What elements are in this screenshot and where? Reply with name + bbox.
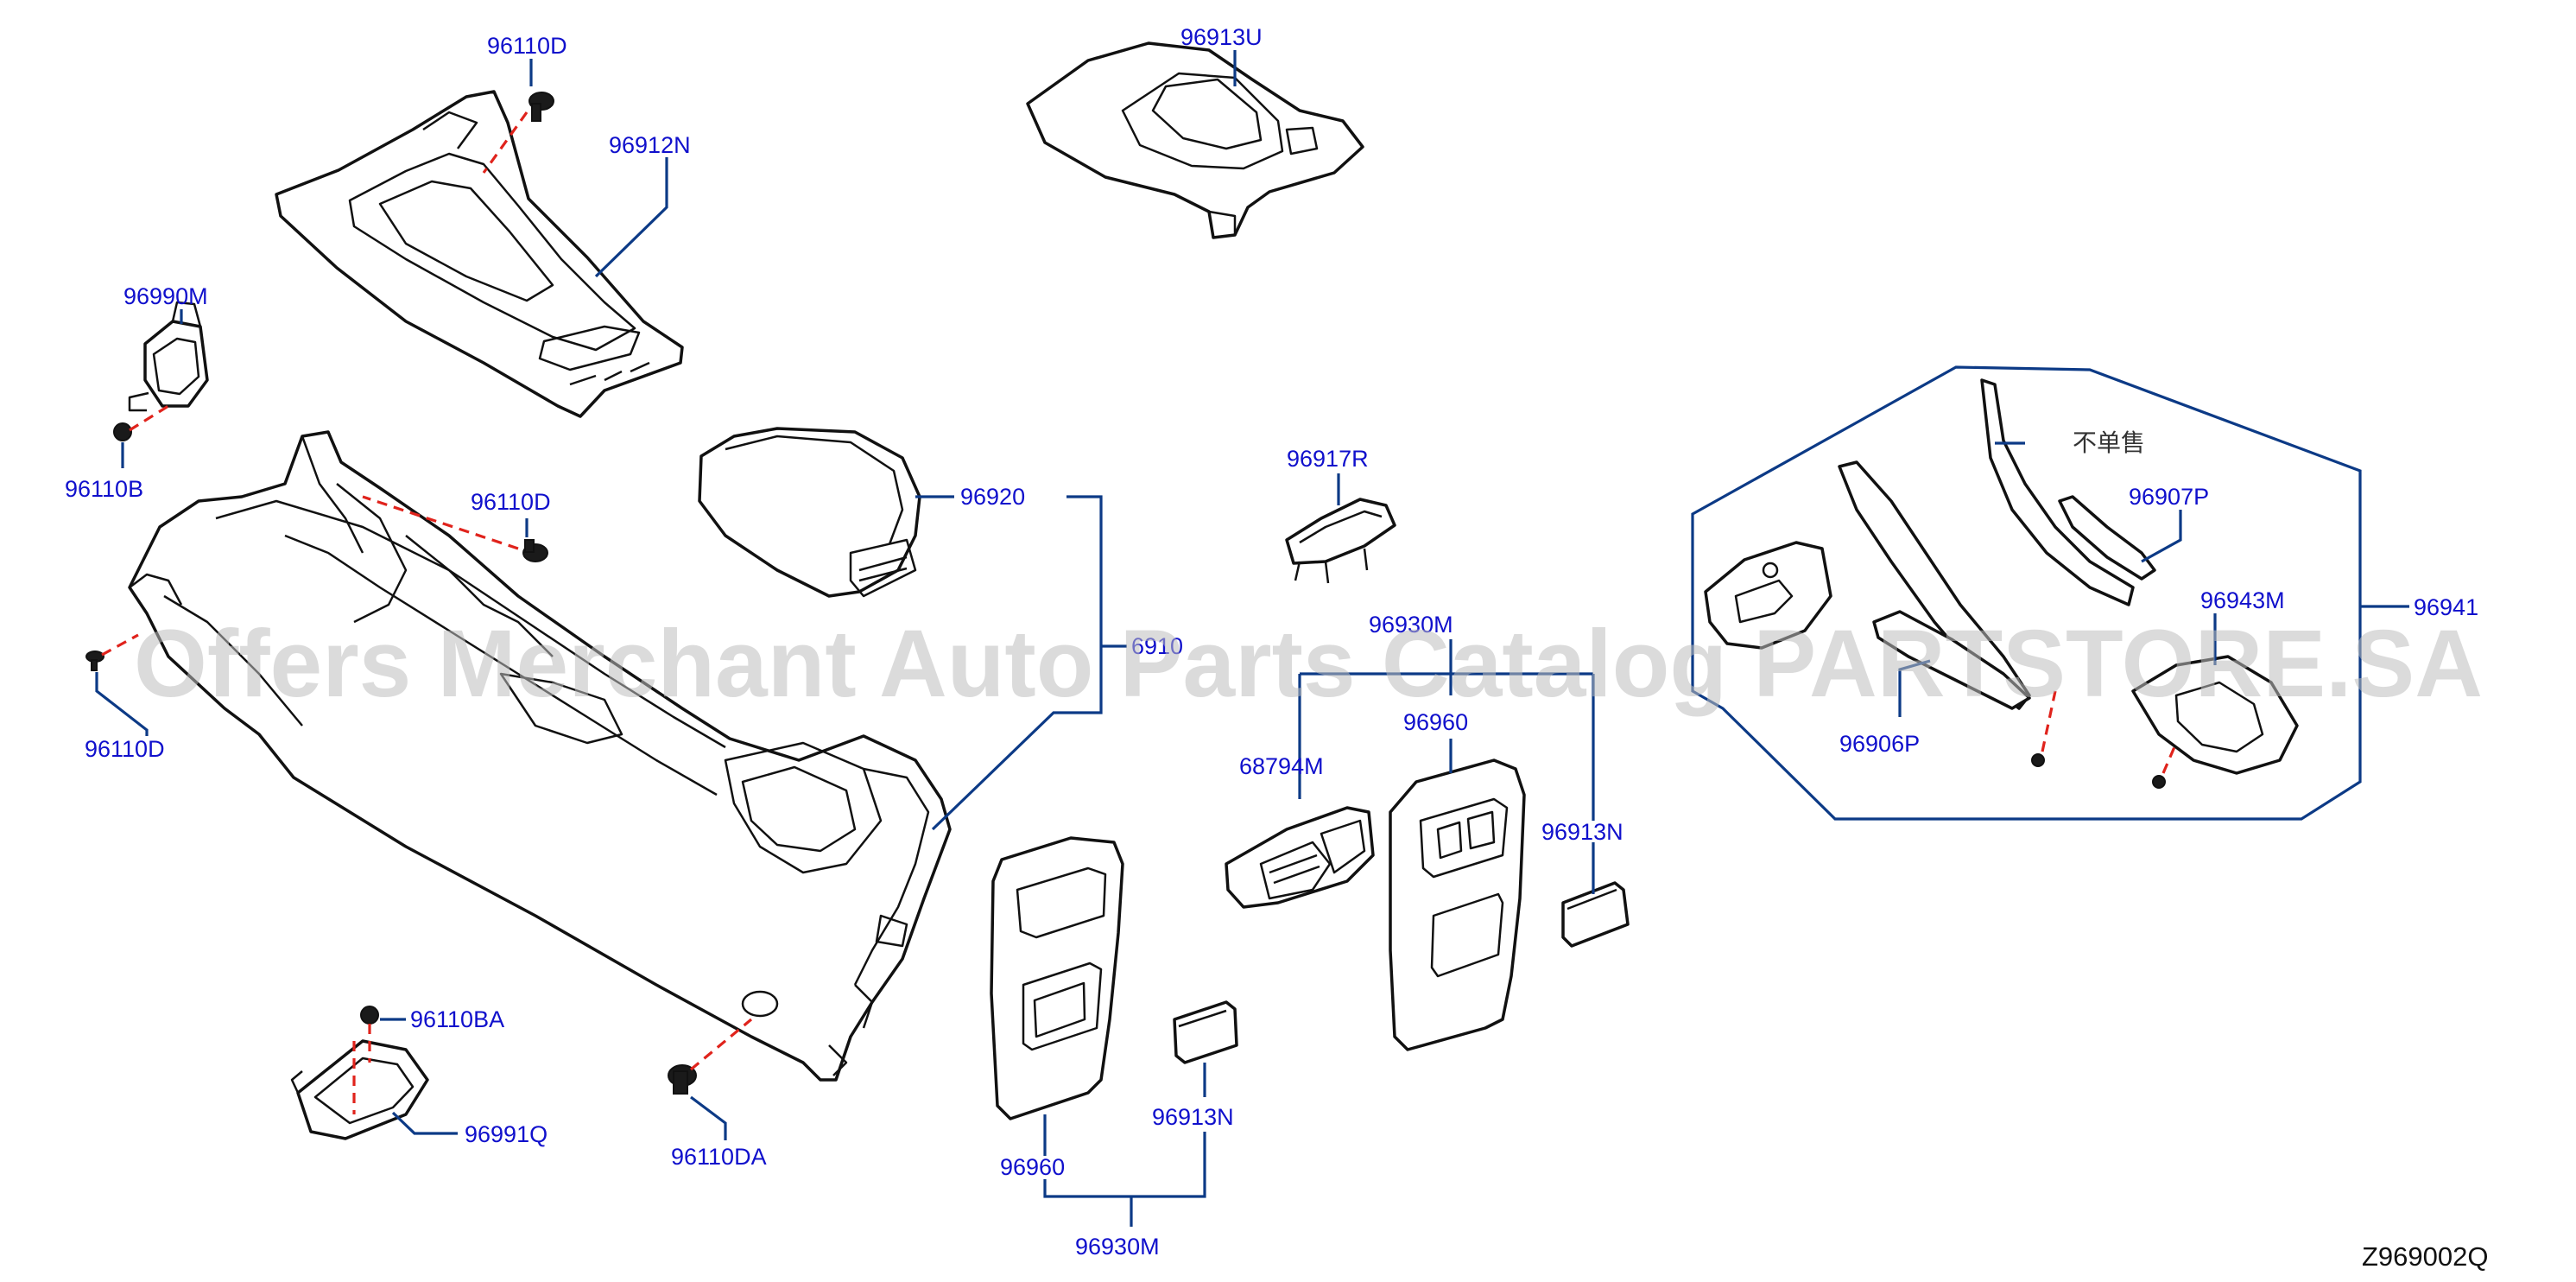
dash-96941-a: [2041, 690, 2057, 752]
label-96913U[interactable]: 96913U: [1180, 24, 1263, 50]
dash-96110D-top: [482, 111, 528, 174]
label-96110D-mid[interactable]: 96110D: [471, 489, 551, 515]
label-68794M[interactable]: 68794M: [1239, 753, 1324, 779]
label-96110B[interactable]: 96110B: [65, 476, 143, 502]
part-96110D-clip-mid[interactable]: [522, 539, 548, 562]
label-96920[interactable]: 96920: [960, 484, 1025, 510]
label-96930M-bottom[interactable]: 96930M: [1075, 1234, 1160, 1260]
label-96907P[interactable]: 96907P: [2129, 484, 2209, 510]
diagram-code: Z969002Q: [2362, 1241, 2489, 1272]
dash-96110B: [129, 404, 169, 432]
label-96960-right[interactable]: 96960: [1403, 709, 1468, 735]
label-96930M-top[interactable]: 96930M: [1369, 612, 1453, 638]
label-96991Q[interactable]: 96991Q: [465, 1121, 547, 1147]
note-not-sold-separately: 不单售: [2073, 428, 2145, 457]
part-96913N-lid-right[interactable]: [1561, 881, 1630, 948]
part-96110D-clip-left[interactable]: [85, 651, 104, 671]
leader-96912N: [594, 157, 668, 278]
label-96110D-top[interactable]: 96110D: [487, 33, 567, 59]
dash-96941-b: [2161, 742, 2178, 774]
dash-96110DA: [689, 1018, 753, 1071]
dash-96110D-mid: [362, 495, 519, 550]
label-96941[interactable]: 96941: [2414, 594, 2478, 620]
part-96110DA-clip[interactable]: [668, 1064, 697, 1095]
part-969x0-console-body[interactable]: [128, 430, 952, 1082]
leader-969x0-bracket: [931, 495, 1127, 831]
part-96941-assembly[interactable]: [1704, 378, 2299, 789]
leader-96906P: [1898, 659, 1931, 717]
label-96906P[interactable]: 96906P: [1839, 731, 1920, 757]
leader-96930M-bottom: [1043, 1063, 1206, 1227]
label-96110BA[interactable]: 96110BA: [410, 1006, 504, 1032]
leader-96991Q: [391, 1111, 458, 1135]
label-96990M[interactable]: 96990M: [123, 283, 208, 309]
label-96110DA[interactable]: 96110DA: [671, 1144, 767, 1170]
assembly-96941-outline: [1691, 365, 2409, 821]
watermark: Offers Merchant Auto Parts Catalog PARTS…: [134, 611, 2483, 717]
part-96110D-clip-top[interactable]: [528, 92, 554, 122]
leader-96930M-top: [1298, 639, 1595, 821]
part-96912N-upper-finisher[interactable]: [275, 90, 684, 418]
leader-96110DA: [690, 1095, 727, 1140]
dash-96110D-left: [101, 633, 139, 657]
label-96912N[interactable]: 96912N: [609, 132, 691, 158]
label-96917R[interactable]: 96917R: [1287, 446, 1369, 472]
label-96110D-left[interactable]: 96110D: [85, 736, 165, 762]
leader-96907P: [2141, 510, 2182, 563]
part-96917R-bracket[interactable]: [1285, 498, 1396, 584]
part-96991Q-bracket[interactable]: [290, 1039, 429, 1140]
part-96990M-bracket[interactable]: [128, 301, 209, 412]
leader-96110D-left: [95, 672, 149, 736]
part-96913N-lid-bottom[interactable]: [1173, 1000, 1238, 1064]
part-96110B-clip[interactable]: [113, 422, 132, 441]
label-96960-bottom[interactable]: 96960: [1000, 1154, 1065, 1180]
part-96110BA-clip[interactable]: [360, 1006, 379, 1025]
part-96913U-shift-finisher[interactable]: [1026, 41, 1364, 239]
label-96913N-bottom[interactable]: 96913N: [1152, 1104, 1234, 1130]
part-68794M-rear-vent[interactable]: [1225, 806, 1375, 909]
label-96943M[interactable]: 96943M: [2200, 587, 2285, 613]
part-96920-armrest-lid[interactable]: [698, 427, 921, 598]
part-96960-rear-panel-bottom[interactable]: [990, 836, 1124, 1120]
label-969x0[interactable]: 6910: [1131, 633, 1183, 659]
label-96913N-right[interactable]: 96913N: [1541, 819, 1623, 845]
part-96960-rear-panel-right[interactable]: [1389, 758, 1526, 1051]
